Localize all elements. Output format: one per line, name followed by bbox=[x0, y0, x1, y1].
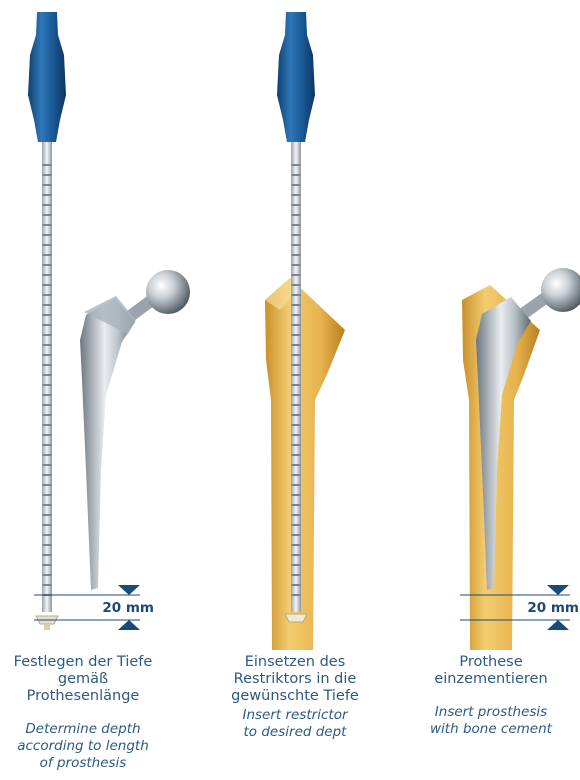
prosthesis-stem bbox=[80, 298, 135, 590]
arrow-down-icon bbox=[118, 585, 140, 595]
femur-bone-2 bbox=[265, 278, 345, 650]
depth-scale-2 bbox=[292, 160, 301, 600]
caption-german-2: Einsetzen des Restriktors in die gewünsc… bbox=[212, 654, 378, 705]
instrument-handle bbox=[28, 12, 66, 142]
hip-prosthesis-3 bbox=[476, 268, 580, 590]
panel-2-caption: Einsetzen des Restriktors in die gewünsc… bbox=[212, 654, 378, 741]
instrument-handle-2 bbox=[277, 12, 315, 142]
panel-3-caption: Prothese einzementieren Insert prosthesi… bbox=[408, 654, 574, 738]
panel-1-depth-determination: 20 mm bbox=[28, 12, 190, 630]
panel-1-caption: Festlegen der Tiefe gemäß Prothesenlänge… bbox=[0, 654, 166, 772]
femoral-head bbox=[146, 270, 190, 314]
measurement-label-3: 20 mm bbox=[527, 600, 579, 616]
insertion-instrument-1 bbox=[28, 12, 66, 630]
caption-english-3: Insert prosthesis with bone cement bbox=[408, 704, 574, 738]
depth-scale bbox=[43, 160, 52, 600]
cement-restrictor-2 bbox=[285, 614, 307, 622]
arrow-up-icon-3 bbox=[547, 620, 569, 630]
caption-german-1: Festlegen der Tiefe gemäß Prothesenlänge bbox=[0, 654, 166, 705]
panel-2-restrictor-insertion bbox=[265, 12, 345, 650]
femoral-head-3 bbox=[541, 268, 580, 312]
hip-prosthesis-1 bbox=[80, 270, 190, 590]
arrow-up-icon bbox=[118, 620, 140, 630]
caption-english-1: Determine depth according to length of p… bbox=[0, 721, 166, 772]
panel-3-prosthesis-cementing: 20 mm bbox=[460, 268, 580, 650]
measurement-label-1: 20 mm bbox=[102, 600, 154, 616]
arrow-down-icon-3 bbox=[547, 585, 569, 595]
caption-german-3: Prothese einzementieren bbox=[408, 654, 574, 688]
caption-english-2: Insert restrictor to desired dept bbox=[212, 707, 378, 741]
